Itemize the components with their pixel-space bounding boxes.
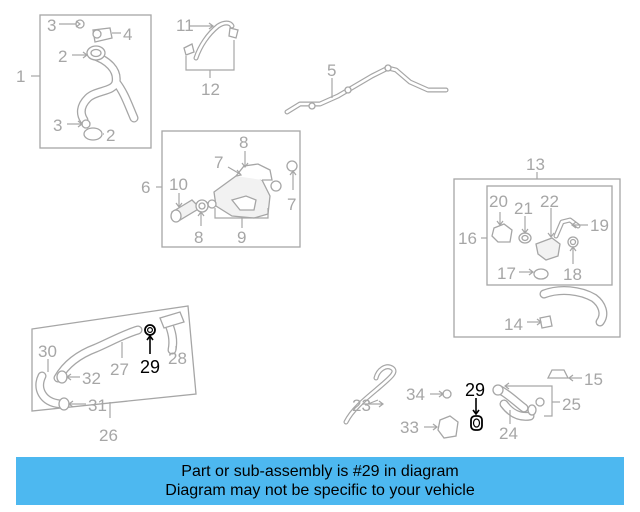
label-9: 9 <box>237 228 246 247</box>
group-5: 5 <box>284 61 449 115</box>
label-7-right: 7 <box>287 195 296 214</box>
group-26: 26 29 30 32 31 27 28 <box>31 305 197 445</box>
label-16: 16 <box>458 229 477 248</box>
banner-line-1: Part or sub-assembly is #29 in diagram <box>181 463 459 480</box>
part-34 <box>442 389 452 399</box>
label-26: 26 <box>99 426 118 445</box>
part-7-ring-right <box>286 160 298 172</box>
label-32: 32 <box>82 369 101 388</box>
part-17-seal <box>533 268 549 280</box>
group-25: 15 25 24 29 <box>465 369 603 443</box>
label-25: 25 <box>562 395 581 414</box>
label-13: 13 <box>526 155 545 174</box>
label-3-upper: 3 <box>47 16 56 35</box>
part-9-housing <box>213 173 271 219</box>
part-15-cap <box>546 369 570 379</box>
label-31: 31 <box>88 396 107 415</box>
label-2-lower: 2 <box>106 126 115 145</box>
label-6: 6 <box>141 178 150 197</box>
label-24: 24 <box>499 424 518 443</box>
label-29-left: 29 <box>140 357 160 377</box>
label-23: 23 <box>352 396 371 415</box>
group-1-frame <box>39 14 152 149</box>
label-8-upper: 8 <box>239 133 248 152</box>
part-3-lower <box>81 119 91 129</box>
label-22: 22 <box>540 192 559 211</box>
label-33: 33 <box>400 418 419 437</box>
group-26-frame <box>31 305 197 412</box>
clamp-31 <box>58 397 70 411</box>
label-5: 5 <box>327 61 336 80</box>
label-19: 19 <box>590 216 609 235</box>
group-16-frame <box>486 185 613 286</box>
group-6: 6 8 7 10 7 8 9 <box>141 130 301 248</box>
label-3-lower: 3 <box>53 116 62 135</box>
label-2-upper: 2 <box>58 47 67 66</box>
label-21: 21 <box>514 199 533 218</box>
part-7-ring-lower <box>270 180 282 192</box>
info-banner: Part or sub-assembly is #29 in diagram D… <box>16 457 624 505</box>
label-34: 34 <box>406 385 425 404</box>
label-27: 27 <box>110 360 129 379</box>
label-8-lower: 8 <box>194 228 203 247</box>
label-11: 11 <box>176 16 194 35</box>
label-20: 20 <box>489 192 508 211</box>
group-13: 13 16 20 21 <box>453 155 621 338</box>
clamp-32 <box>56 370 68 384</box>
label-1: 1 <box>16 67 25 86</box>
part-20-gasket <box>491 223 513 243</box>
group-1: 1 3 4 2 3 2 <box>16 14 152 149</box>
group-13-frame <box>453 178 621 338</box>
label-30: 30 <box>38 342 57 361</box>
clamp-2-lower <box>83 127 103 141</box>
label-7-left: 7 <box>214 153 223 172</box>
label-15: 15 <box>584 370 603 389</box>
banner-line-2: Diagram may not be specific to your vehi… <box>165 482 475 499</box>
label-10: 10 <box>169 175 188 194</box>
label-12: 12 <box>201 80 220 99</box>
part-22-housing <box>535 237 561 261</box>
group-23: 23 33 34 <box>343 364 459 439</box>
label-28: 28 <box>168 349 187 368</box>
label-4: 4 <box>123 25 132 44</box>
label-18: 18 <box>563 265 582 284</box>
label-14: 14 <box>504 315 523 334</box>
group-6-frame <box>161 130 301 248</box>
label-17: 17 <box>497 264 516 283</box>
label-29-right: 29 <box>465 380 485 400</box>
part-12-bracket <box>183 43 195 56</box>
part-33-bracket <box>437 415 459 439</box>
group-12: 11 12 <box>176 16 239 99</box>
